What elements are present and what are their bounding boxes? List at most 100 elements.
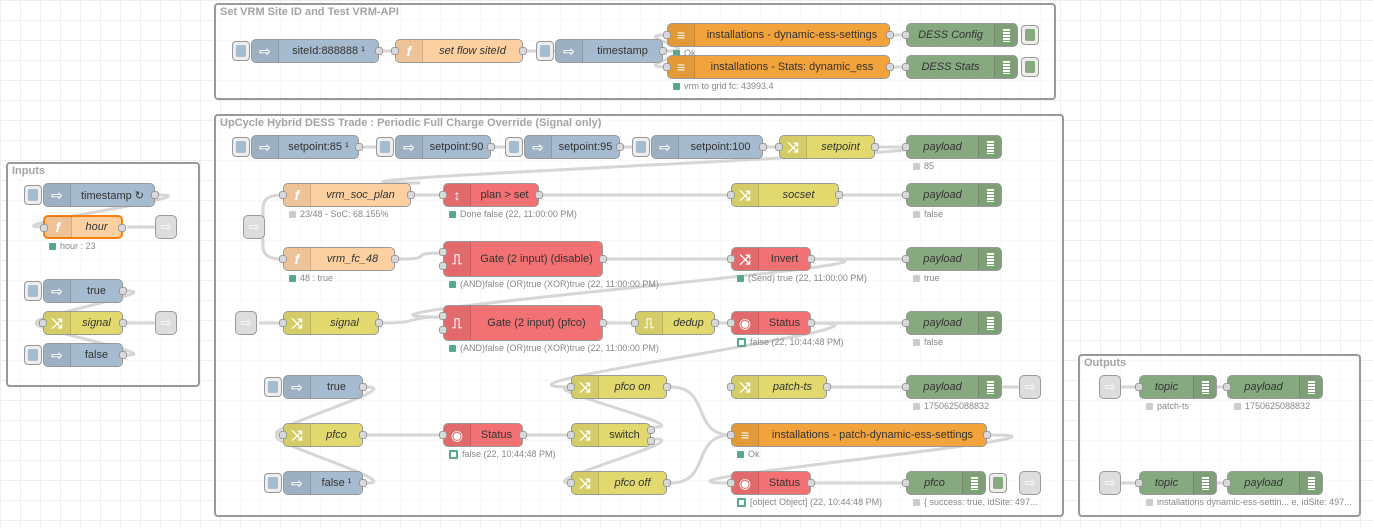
output-port[interactable] [119,319,127,327]
switch-node-plan-gt-set[interactable]: ↕ plan > set [439,183,543,207]
inject-trigger-button[interactable] [264,473,282,493]
input-port[interactable] [439,248,447,256]
output-port[interactable] [659,47,667,55]
output-port[interactable] [535,191,543,199]
change-node-pfco-off[interactable]: ⤨ pfco off [567,471,671,495]
output-port[interactable] [983,431,991,439]
change-node-pfco[interactable]: ⤨ pfco [279,423,367,447]
output-port[interactable] [663,479,671,487]
output-port[interactable] [118,224,126,232]
function-node-hour[interactable]: f hour [40,215,126,239]
input-port[interactable] [902,319,910,327]
input-port[interactable] [775,143,783,151]
debug-node-payload[interactable]: payload [902,183,1002,207]
link-in-node[interactable]: ⇨ [243,215,265,239]
inject-node-setpoint-90[interactable]: ⇨ setpoint:90 [395,135,495,159]
output-port[interactable] [375,47,383,55]
input-port[interactable] [902,63,910,71]
input-port[interactable] [39,319,47,327]
input-port[interactable] [902,31,910,39]
inject-trigger-button[interactable] [24,185,42,205]
debug-toggle-button[interactable] [1021,57,1039,77]
inject-node-false[interactable]: ⇨ false [43,343,127,367]
debug-node-payload[interactable]: payload [1223,471,1323,495]
input-port[interactable] [567,431,575,439]
debug-node-payload[interactable]: payload [902,375,1002,399]
output-port[interactable] [616,143,624,151]
function-node-vrm-soc-plan[interactable]: f vrm_soc_plan [279,183,415,207]
output-port[interactable] [119,287,127,295]
output-port[interactable] [359,479,367,487]
inject-node-true[interactable]: ⇨ true [283,375,367,399]
inject-node-setpoint-85[interactable]: ⇨ setpoint:85 ¹ [251,135,363,159]
input-port[interactable] [727,319,735,327]
output-port[interactable] [647,437,655,445]
debug-node-payload[interactable]: payload [1223,375,1323,399]
output-port[interactable] [807,255,815,263]
output-port[interactable] [487,143,495,151]
http-node-stats-dynamic-ess[interactable]: ≡ installations - Stats: dynamic_ess [663,55,894,79]
input-port[interactable] [567,479,575,487]
input-port[interactable] [727,383,735,391]
output-port[interactable] [807,479,815,487]
input-port[interactable] [1223,383,1231,391]
link-out-node[interactable]: ⇨ [155,215,177,239]
output-port[interactable] [759,143,767,151]
change-node-pfco-on[interactable]: ⤨ pfco on [567,375,671,399]
inject-trigger-button[interactable] [232,41,250,61]
input-port[interactable] [663,63,671,71]
output-port[interactable] [375,319,383,327]
debug-node-topic[interactable]: topic [1135,375,1217,399]
function-node-set-flow-siteid[interactable]: f set flow siteId [391,39,527,63]
input-port[interactable] [1223,479,1231,487]
input-port[interactable] [439,326,447,334]
debug-node-dess-config[interactable]: DESS Config [902,23,1018,47]
output-port[interactable] [886,63,894,71]
input-port[interactable] [439,312,447,320]
output-port[interactable] [835,191,843,199]
input-port[interactable] [663,31,671,39]
output-port[interactable] [119,351,127,359]
inject-node-timestamp[interactable]: ⇨ timestamp [555,39,667,63]
function-node-vrm-fc-48[interactable]: f vrm_fc_48 [279,247,399,271]
switch-node-switch[interactable]: ⤨ switch [567,423,655,447]
change-node-signal[interactable]: ⤨ signal [279,311,383,335]
input-port[interactable] [439,191,447,199]
http-node-patch-dynamic-ess-settings[interactable]: ≡ installations - patch-dynamic-ess-sett… [727,423,991,447]
inject-node-false[interactable]: ⇨ false ¹ [283,471,367,495]
input-port[interactable] [439,262,447,270]
input-port[interactable] [279,255,287,263]
inject-node-siteid[interactable]: ⇨ siteId:888888 ¹ [251,39,383,63]
inject-trigger-button[interactable] [264,377,282,397]
output-port[interactable] [359,383,367,391]
input-port[interactable] [631,319,639,327]
output-port[interactable] [871,143,879,151]
output-port[interactable] [599,319,607,327]
output-port[interactable] [807,319,815,327]
inject-node-setpoint-95[interactable]: ⇨ setpoint:95 [524,135,624,159]
input-port[interactable] [279,431,287,439]
input-port[interactable] [902,143,910,151]
output-port[interactable] [647,426,655,434]
link-out-node[interactable]: ⇨ [155,311,177,335]
output-port[interactable] [519,431,527,439]
debug-node-payload[interactable]: payload [902,311,1002,335]
status-node[interactable]: ◉ Status [439,423,527,447]
input-port[interactable] [1135,383,1143,391]
input-port[interactable] [40,224,48,232]
inject-trigger-button[interactable] [232,137,250,157]
output-port[interactable] [355,143,363,151]
output-port[interactable] [823,383,831,391]
input-port[interactable] [727,479,735,487]
change-node-setpoint[interactable]: ⤨ setpoint [775,135,879,159]
input-port[interactable] [727,255,735,263]
inject-trigger-button[interactable] [632,137,650,157]
output-port[interactable] [886,31,894,39]
debug-node-pfco[interactable]: pfco [902,471,986,495]
output-port[interactable] [391,255,399,263]
debug-node-topic[interactable]: topic [1135,471,1217,495]
change-node-patch-ts[interactable]: ⤨ patch-ts [727,375,831,399]
debug-toggle-button[interactable] [989,473,1007,493]
inject-trigger-button[interactable] [536,41,554,61]
input-port[interactable] [567,383,575,391]
